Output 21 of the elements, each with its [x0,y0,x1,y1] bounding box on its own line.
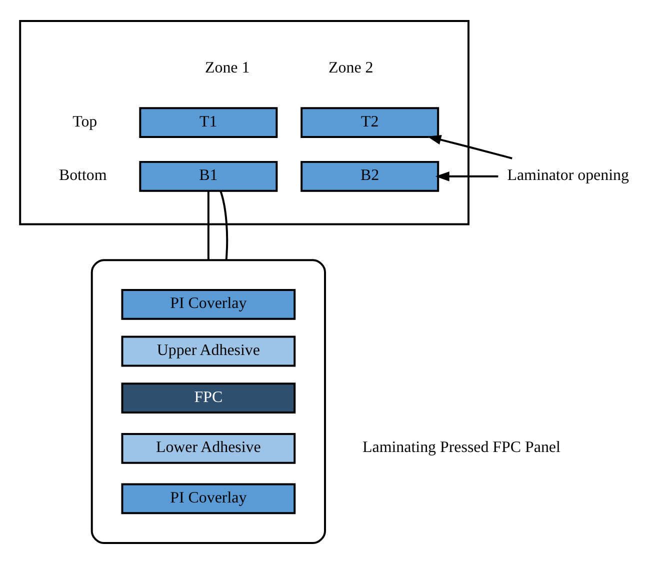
node-box: FPC [121,382,296,414]
label: Zone 1 [205,59,250,76]
label: Bottom [58,166,107,184]
node-box: PI Coverlay [121,288,296,320]
label: Laminating Pressed FPC Panel [362,438,560,456]
arrow [435,171,498,181]
node-box: B2 [300,160,440,192]
node-box: PI Coverlay [121,482,296,514]
label: Zone 2 [328,59,374,76]
cluster [90,258,326,544]
node-text: Laminator opening [507,166,629,184]
connector [220,190,228,260]
node-box: T2 [300,106,440,138]
connector [207,190,210,260]
arrow [427,134,512,159]
node-box: Lower Adhesive [121,432,296,464]
label: Top [72,112,98,130]
node-box: T1 [139,106,278,138]
cluster [19,19,470,225]
node-box: Upper Adhesive [121,335,296,366]
node-box: B1 [139,160,278,192]
